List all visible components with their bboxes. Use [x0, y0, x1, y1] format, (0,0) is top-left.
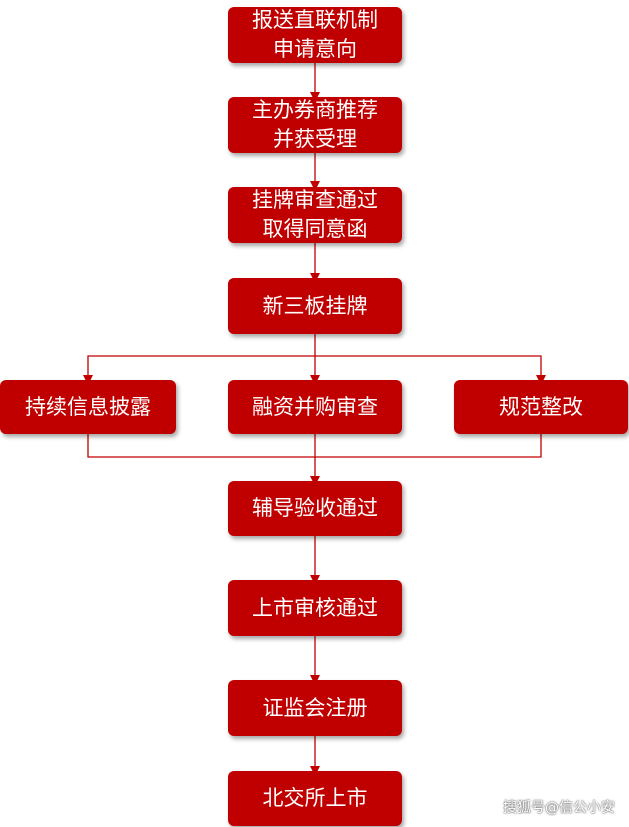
- split-line: [83, 334, 316, 385]
- step4-label: 新三板挂牌: [262, 293, 368, 318]
- step2-line1: 主办券商推荐: [252, 98, 378, 122]
- split-line-right: [315, 355, 546, 385]
- branch-right-label: 规范整改: [499, 394, 583, 419]
- step4-node: 新三板挂牌: [228, 278, 402, 334]
- step6-node: 上市审核通过: [228, 580, 402, 636]
- step5-label: 辅导验收通过: [252, 496, 378, 520]
- step8-label: 北交所上市: [262, 786, 368, 810]
- step1-node: 报送直联机制 申请意向: [228, 7, 402, 63]
- step2-node: 主办券商推荐 并获受理: [228, 97, 402, 153]
- step1-line1: 报送直联机制: [252, 8, 378, 32]
- step3-node: 挂牌审查通过 取得同意函: [228, 187, 402, 243]
- branch-center-node: 融资并购审查: [228, 380, 402, 434]
- step1-line2: 申请意向: [273, 37, 357, 61]
- step3-line1: 挂牌审查通过: [252, 188, 378, 212]
- step7-node: 证监会注册: [228, 680, 402, 736]
- branch-left-node: 持续信息披露: [0, 380, 176, 434]
- step3-line2: 取得同意函: [262, 217, 368, 241]
- step7-label: 证监会注册: [262, 695, 368, 720]
- branch-left-label: 持续信息披露: [25, 394, 151, 419]
- step6-label: 上市审核通过: [252, 595, 378, 620]
- branch-center-label: 融资并购审查: [252, 394, 378, 419]
- watermark: 搜狐号@信公小安: [503, 800, 615, 816]
- step5-node: 辅导验收通过: [228, 481, 402, 536]
- step2-line2: 并获受理: [273, 127, 357, 151]
- branch-right-node: 规范整改: [454, 380, 628, 434]
- step8-node: 北交所上市: [228, 771, 402, 826]
